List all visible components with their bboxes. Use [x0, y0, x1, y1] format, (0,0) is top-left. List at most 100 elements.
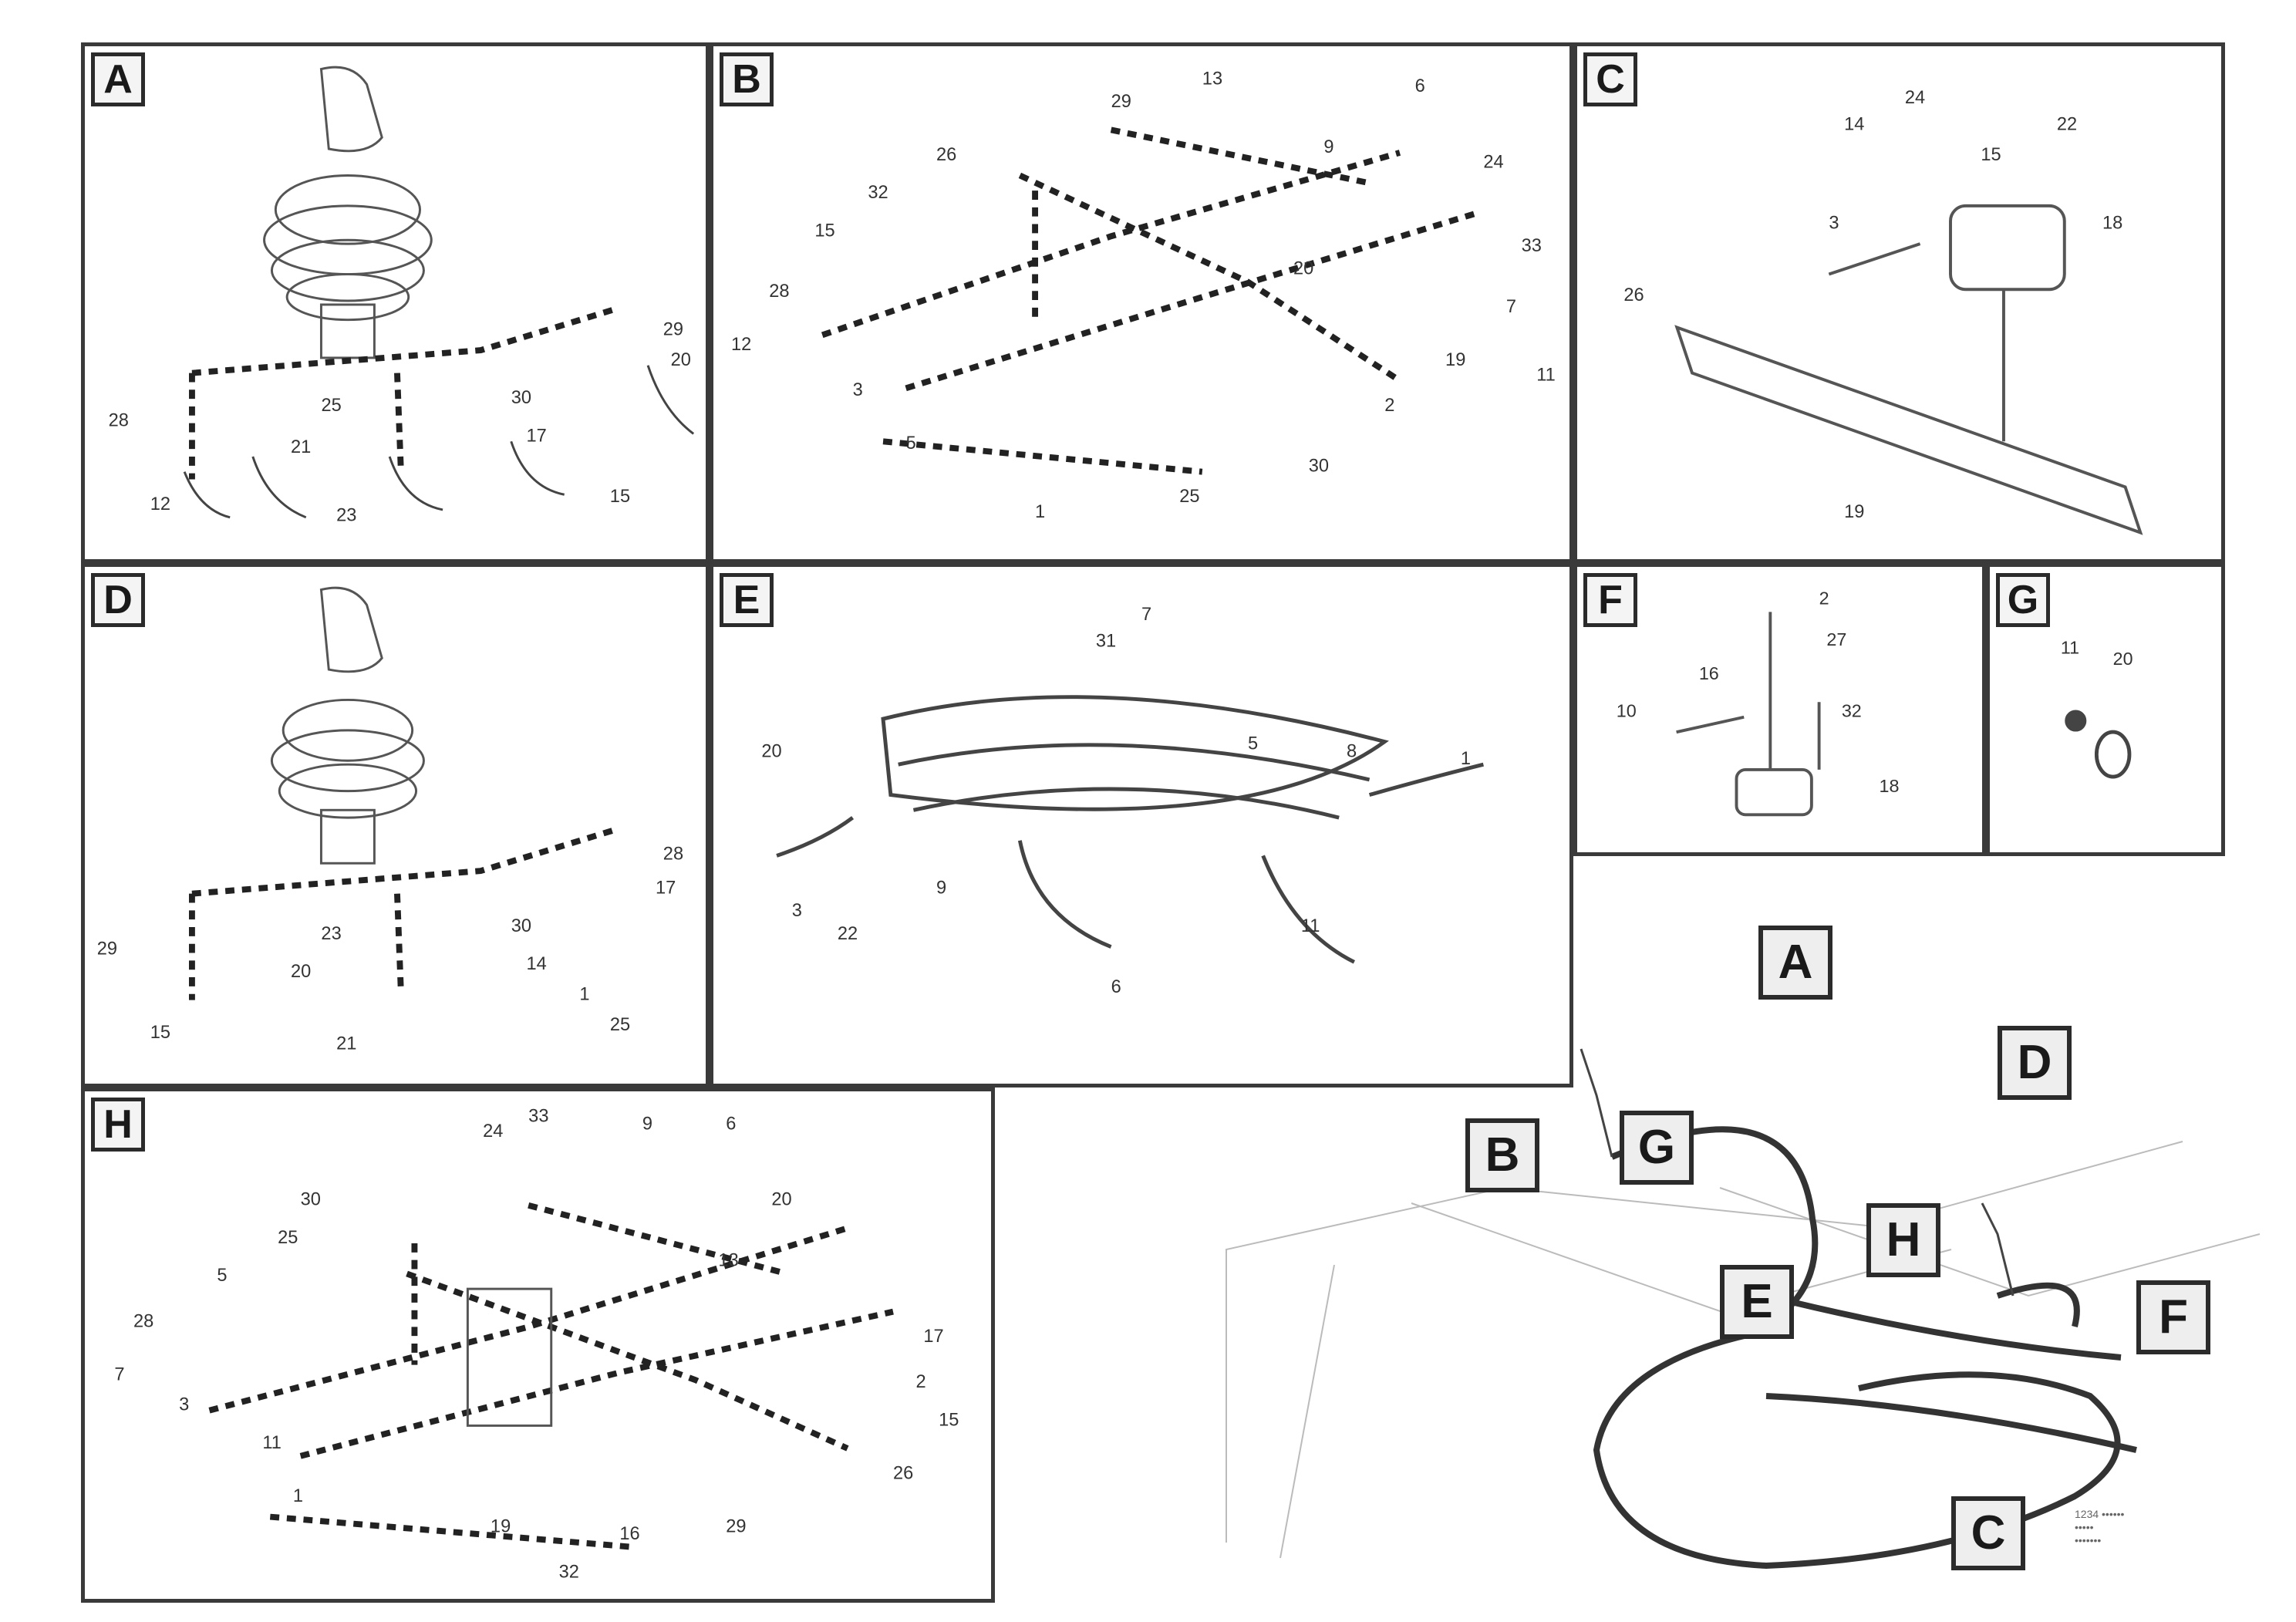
svg-text:24: 24: [1905, 88, 1925, 108]
svg-text:2: 2: [1384, 396, 1394, 416]
svg-text:12: 12: [731, 335, 751, 355]
svg-text:16: 16: [1699, 663, 1719, 683]
svg-text:15: 15: [150, 1023, 170, 1043]
item-numbers: 24 14 22 15 3 18 26 19: [1623, 88, 2122, 522]
reference-line-2: •••••: [2075, 1521, 2094, 1533]
svg-text:13: 13: [718, 1251, 738, 1271]
callout-b: B: [1465, 1118, 1539, 1192]
overview-harness-drawing: [1226, 1048, 2261, 1570]
svg-text:7: 7: [1141, 605, 1151, 625]
svg-text:1: 1: [579, 985, 589, 1005]
svg-text:3: 3: [853, 380, 863, 400]
svg-text:22: 22: [838, 924, 858, 944]
bracket-drawing-c: 24 14 22 15 3 18 26 19: [1623, 88, 2143, 535]
item-numbers: 29 23 30 20 14 28 17 15 21 1 25: [97, 844, 683, 1054]
callout-h: H: [1866, 1203, 1940, 1277]
panel-label-b: B: [720, 52, 774, 106]
callout-c: C: [1951, 1496, 2025, 1570]
svg-text:25: 25: [321, 396, 341, 416]
svg-text:5: 5: [217, 1266, 227, 1286]
callout-e: E: [1720, 1265, 1794, 1339]
svg-text:18: 18: [2102, 213, 2122, 233]
item-numbers: 11 20: [2061, 637, 2133, 669]
callout-a: A: [1758, 926, 1832, 1000]
svg-text:25: 25: [1179, 487, 1199, 507]
panel-label-d: D: [91, 573, 145, 627]
clamp-drawing-g: 11 20: [2061, 637, 2133, 779]
harness-bundle-drawing-e: 7 31 20 5 8 1 22 3 9 11 6: [761, 605, 1484, 997]
svg-text:13: 13: [1202, 69, 1222, 89]
svg-text:30: 30: [511, 916, 531, 936]
svg-text:11: 11: [1301, 916, 1320, 936]
svg-text:19: 19: [1844, 502, 1864, 522]
panel-d: D 29 23 30 20 14 28 17 15 21 1 25: [81, 563, 710, 1088]
svg-text:15: 15: [939, 1410, 959, 1430]
panel-label-e: E: [720, 573, 774, 627]
svg-text:28: 28: [133, 1311, 153, 1331]
svg-text:6: 6: [726, 1114, 736, 1134]
svg-text:20: 20: [761, 741, 781, 761]
reference-line-3: •••••••: [2075, 1534, 2102, 1546]
panel-label-f: F: [1583, 573, 1637, 627]
svg-text:1: 1: [1461, 749, 1471, 769]
svg-text:21: 21: [291, 437, 311, 457]
svg-text:33: 33: [528, 1106, 548, 1126]
svg-text:7: 7: [114, 1364, 124, 1384]
harness-layout-drawing-h: 24 33 9 6 30 25 5 28 7 3 11 1 19 16 32 2…: [114, 1106, 959, 1582]
svg-text:24: 24: [1483, 153, 1503, 173]
svg-text:11: 11: [1536, 365, 1556, 385]
svg-text:31: 31: [1096, 631, 1116, 651]
svg-text:17: 17: [923, 1327, 943, 1347]
svg-text:32: 32: [559, 1562, 579, 1582]
svg-text:25: 25: [278, 1228, 298, 1248]
svg-text:15: 15: [610, 487, 630, 507]
svg-text:10: 10: [1617, 701, 1637, 721]
svg-text:30: 30: [1309, 457, 1329, 477]
panel-label-g: G: [1996, 573, 2050, 627]
svg-text:5: 5: [906, 433, 916, 454]
svg-text:29: 29: [1111, 92, 1131, 112]
panel-a: A 28 25 30 21 17 29 20 12 23 15: [81, 42, 710, 563]
panel-e: E 7 31 20 5 8 1 22 3 9 11 6: [710, 563, 1573, 1088]
svg-text:3: 3: [792, 901, 802, 921]
svg-text:29: 29: [726, 1516, 746, 1536]
panel-b: B 29 13 26 32 15 28 12 3 5 1 25 30 2 19 …: [710, 42, 1573, 563]
svg-text:8: 8: [1347, 741, 1357, 761]
svg-text:26: 26: [936, 145, 956, 165]
svg-text:1: 1: [293, 1486, 303, 1506]
svg-text:3: 3: [179, 1395, 189, 1415]
svg-text:20: 20: [1293, 259, 1313, 279]
svg-text:15: 15: [814, 221, 834, 241]
joystick-harness-drawing-d: 29 23 30 20 14 28 17 15 21 1 25: [97, 586, 683, 1054]
svg-text:24: 24: [483, 1121, 503, 1141]
svg-text:26: 26: [893, 1463, 913, 1483]
svg-text:2: 2: [1819, 588, 1829, 609]
svg-text:29: 29: [97, 939, 117, 959]
svg-text:23: 23: [321, 924, 341, 944]
callout-g: G: [1620, 1111, 1694, 1185]
svg-text:6: 6: [1111, 977, 1121, 997]
main-harness: [1593, 1126, 2137, 1570]
harness-layout-drawing-b: 29 13 26 32 15 28 12 3 5 1 25 30 2 19 11…: [731, 69, 1556, 522]
svg-text:9: 9: [642, 1114, 652, 1134]
item-numbers: 29 13 26 32 15 28 12 3 5 1 25 30 2 19 11…: [731, 69, 1556, 522]
joysticks: [1580, 1048, 2014, 1297]
callout-d: D: [1998, 1026, 2072, 1100]
svg-text:1: 1: [1035, 502, 1045, 522]
svg-text:11: 11: [2061, 637, 2079, 657]
svg-text:32: 32: [868, 183, 888, 203]
panel-h: H 24 33 9 6 30 25 5 28 7 3 11 1 19 16 32…: [81, 1088, 995, 1603]
panel-label-c: C: [1583, 52, 1637, 106]
reference-line-1: 1234 ••••••: [2075, 1508, 2125, 1520]
svg-text:22: 22: [2057, 114, 2077, 134]
svg-text:21: 21: [336, 1034, 356, 1054]
svg-text:32: 32: [1842, 701, 1862, 721]
panel-label-a: A: [91, 52, 145, 106]
machine-overview: A B C D E F G H: [1180, 864, 2291, 1620]
svg-text:17: 17: [656, 878, 676, 899]
panel-f: F 2 27 16 10 32 18: [1573, 563, 1986, 856]
callout-f: F: [2136, 1280, 2210, 1354]
svg-text:18: 18: [1880, 776, 1900, 796]
svg-text:20: 20: [671, 350, 691, 370]
svg-text:27: 27: [1826, 629, 1846, 649]
